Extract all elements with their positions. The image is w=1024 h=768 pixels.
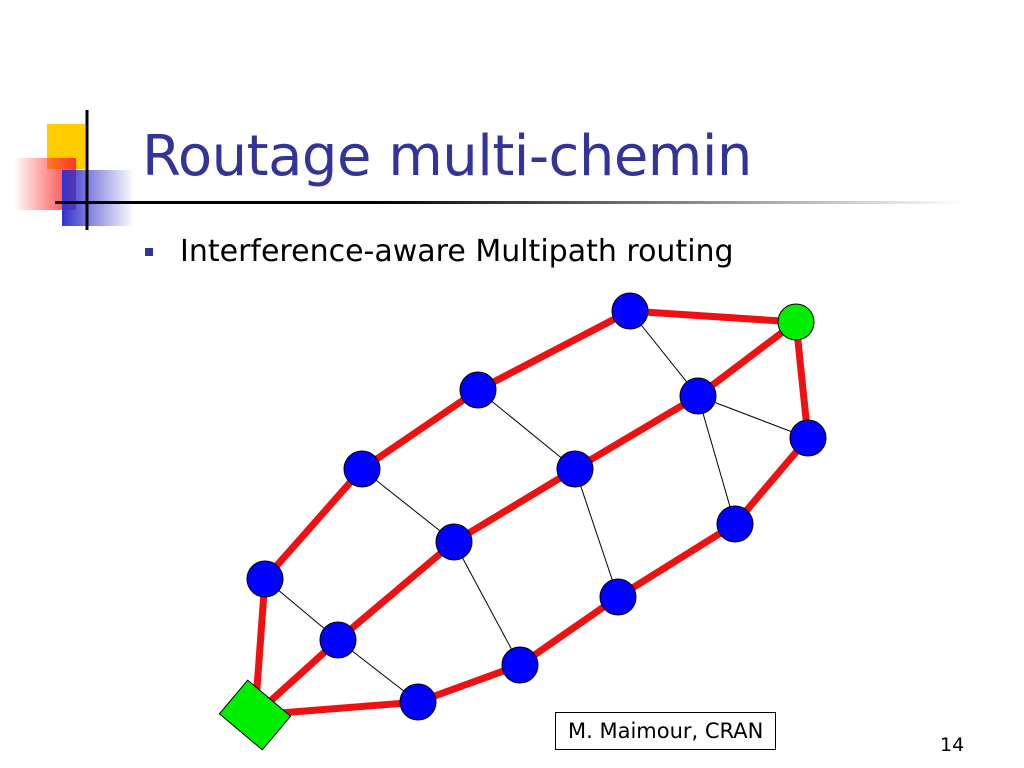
page-title: Routage multi-chemin: [142, 124, 752, 189]
path-link-n7-n8: [573, 392, 700, 473]
graph-node-n1: [246, 560, 284, 598]
graph-node-n4: [611, 292, 649, 330]
path-link-n1-n2: [262, 466, 365, 582]
link-n7-n11: [574, 468, 619, 598]
path-link-n10-n11: [518, 594, 620, 668]
path-link-n3-n4: [476, 307, 632, 394]
graph-node-n10: [501, 646, 539, 684]
link-n2-n6: [361, 468, 455, 543]
decorative-logo: [14, 110, 134, 230]
page-number: 14: [940, 734, 965, 756]
bullet-text: Interference-aware Multipath routing: [180, 234, 734, 269]
path-link-n2-n3: [360, 387, 480, 472]
link-n3-n7: [477, 389, 576, 470]
path-link-n5-n6: [335, 539, 457, 643]
link-n6-n10: [453, 541, 521, 666]
path-link-n12-n13: [732, 435, 811, 527]
bullet-item: Interference-aware Multipath routing: [145, 234, 734, 269]
graph-node-n9: [399, 683, 437, 721]
graph-node-n2: [343, 450, 381, 488]
graph-node-n12: [716, 505, 754, 543]
graph-node-n7: [556, 450, 594, 488]
path-link-n11-n12: [616, 521, 737, 600]
graph-node-n8: [679, 377, 717, 415]
path-link-n4-D: [629, 307, 797, 326]
link-n8-n13: [697, 395, 809, 439]
graph-node-n6: [435, 523, 473, 561]
source-node: [218, 679, 292, 751]
author-credit: M. Maimour, CRAN: [555, 712, 777, 750]
graph-node-n13: [789, 419, 827, 457]
title-underline: [55, 201, 965, 204]
graph-node-n11: [599, 578, 637, 616]
logo-blue-square: [62, 170, 134, 226]
bullet-square-icon: [145, 247, 153, 256]
path-link-n6-n7: [452, 466, 577, 545]
graph-node-n5: [319, 621, 357, 659]
destination-node: [777, 303, 815, 341]
path-link-n13-D: [792, 321, 812, 439]
path-link-n8-D: [695, 319, 799, 399]
graph-node-n3: [459, 371, 497, 409]
link-n8-n12: [697, 395, 736, 525]
